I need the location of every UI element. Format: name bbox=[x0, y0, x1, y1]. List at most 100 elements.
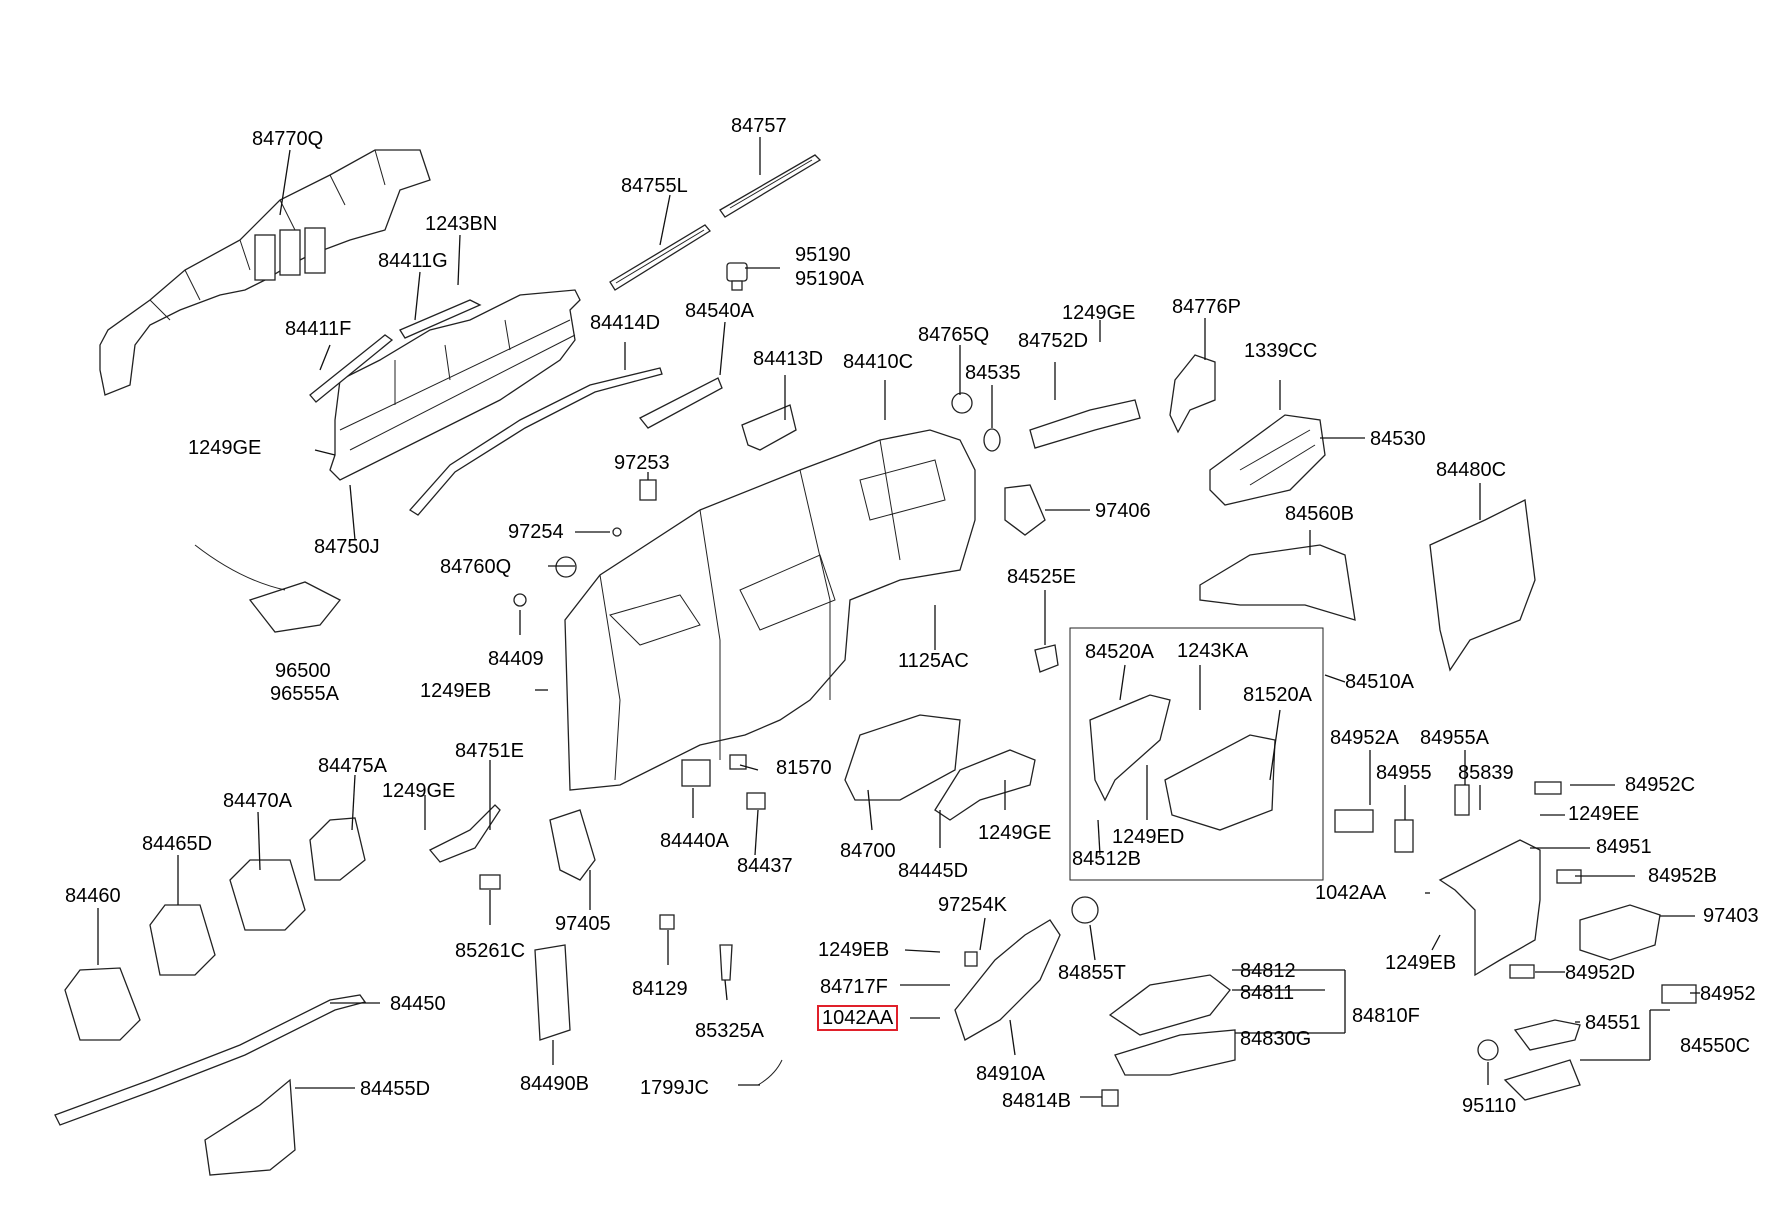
part-label-81570: 81570 bbox=[776, 757, 832, 779]
part-label-1249EB-low: 1249EB bbox=[818, 939, 890, 961]
part-label-84765Q: 84765Q bbox=[918, 324, 990, 346]
part-label-84751E: 84751E bbox=[455, 740, 524, 762]
part-label-84512B: 84512B bbox=[1072, 848, 1141, 870]
part-label-97253: 97253 bbox=[614, 452, 670, 474]
part-label-1243KA: 1243KA bbox=[1177, 640, 1249, 662]
part-label-84757: 84757 bbox=[731, 115, 787, 137]
blank-84952D bbox=[1509, 964, 1535, 979]
part-label-81520A: 81520A bbox=[1243, 684, 1312, 706]
part-label-1249GE-right: 1249GE bbox=[978, 822, 1052, 844]
part-label-84520A: 84520A bbox=[1085, 641, 1154, 663]
part-label-95110: 95110 bbox=[1462, 1095, 1517, 1117]
wire-1799JC bbox=[757, 1059, 783, 1086]
part-label-84700: 84700 bbox=[840, 840, 896, 862]
tray-84551 bbox=[1513, 1019, 1581, 1051]
part-label-85261C: 85261C bbox=[455, 940, 526, 962]
bracket-84490B bbox=[534, 944, 571, 1041]
shroud-84812 bbox=[1108, 974, 1231, 1036]
part-label-84440A: 84440A bbox=[660, 830, 729, 852]
part-label-84409: 84409 bbox=[488, 648, 544, 670]
clip-95190 bbox=[726, 262, 748, 291]
bracket-84520A bbox=[1089, 694, 1171, 802]
part-label-1125AC: 1125AC bbox=[898, 650, 969, 672]
part-label-84475A: 84475A bbox=[318, 755, 387, 777]
clip-97254K bbox=[964, 951, 978, 967]
part-label-84460: 84460 bbox=[65, 885, 121, 907]
grille-84760Q bbox=[555, 556, 577, 578]
cap-84814B bbox=[1101, 1089, 1119, 1107]
blank-84952A bbox=[1334, 809, 1374, 833]
part-label-84776P: 84776P bbox=[1172, 296, 1241, 318]
part-label-84450: 84450 bbox=[390, 993, 446, 1015]
part-label-84760Q: 84760Q bbox=[440, 556, 512, 578]
bracket-84776P bbox=[1169, 354, 1216, 434]
vent-84465D bbox=[149, 904, 216, 976]
blank-84952C bbox=[1534, 781, 1562, 795]
part-label-97406: 97406 bbox=[1095, 500, 1151, 522]
part-label-84560B: 84560B bbox=[1285, 503, 1354, 525]
part-label-1799JC: 1799JC bbox=[640, 1077, 709, 1099]
part-label-1042AA-right: 1042AA bbox=[1315, 882, 1387, 904]
part-label-84717F: 84717F bbox=[820, 976, 888, 998]
part-label-1249ED: 1249ED bbox=[1112, 826, 1185, 848]
part-label-84525E: 84525E bbox=[1007, 566, 1076, 588]
part-label-95190A: 95190A bbox=[795, 268, 864, 290]
part-label-1243BN: 1243BN bbox=[425, 213, 498, 235]
vent-84470A bbox=[229, 859, 306, 931]
switch-84955A bbox=[1454, 784, 1470, 816]
part-label-84811: 84811 bbox=[1240, 982, 1295, 1004]
part-label-84910A: 84910A bbox=[976, 1063, 1045, 1085]
part-label-84410C: 84410C bbox=[843, 351, 914, 373]
part-label-96555A: 96555A bbox=[270, 683, 339, 705]
part-label-84540A: 84540A bbox=[685, 300, 754, 322]
bracket-84480C bbox=[1429, 499, 1536, 672]
part-label-84490B: 84490B bbox=[520, 1073, 589, 1095]
part-label-84951: 84951 bbox=[1596, 836, 1652, 858]
part-label-85325A: 85325A bbox=[695, 1020, 764, 1042]
part-label-97403: 97403 bbox=[1703, 905, 1759, 927]
tray-84550C bbox=[1503, 1059, 1581, 1101]
part-label-1249GE-left: 1249GE bbox=[188, 437, 262, 459]
switch-84440A bbox=[681, 759, 711, 787]
clip-84129 bbox=[659, 914, 675, 930]
part-label-84413D: 84413D bbox=[753, 348, 824, 370]
part-label-97254K: 97254K bbox=[938, 894, 1007, 916]
part-label-84414D: 84414D bbox=[590, 312, 661, 334]
part-label-84411F: 84411F bbox=[285, 318, 352, 340]
group-box-84510A bbox=[1069, 627, 1324, 881]
part-label-84952A: 84952A bbox=[1330, 727, 1399, 749]
part-label-84411G: 84411G bbox=[378, 250, 448, 272]
module-84530 bbox=[1209, 414, 1326, 506]
part-label-84551: 84551 bbox=[1585, 1012, 1641, 1034]
ring-84855T bbox=[1071, 896, 1099, 924]
part-label-84814B: 84814B bbox=[1002, 1090, 1071, 1112]
part-label-84952D: 84952D bbox=[1565, 962, 1636, 984]
part-label-84812: 84812 bbox=[1240, 960, 1296, 982]
part-label-1249EB-mid: 1249EB bbox=[420, 680, 492, 702]
bracket-84540A bbox=[638, 377, 723, 429]
strip-84757 bbox=[719, 154, 822, 218]
part-label-95190: 95190 bbox=[795, 244, 851, 266]
part-label-1339CC: 1339CC bbox=[1244, 340, 1318, 362]
part-label-1249EB-right: 1249EB bbox=[1385, 952, 1457, 974]
vent-97406 bbox=[1004, 484, 1046, 536]
part-label-84750J: 84750J bbox=[314, 536, 380, 558]
vent-84475A bbox=[309, 817, 366, 881]
part-label-84535: 84535 bbox=[965, 362, 1021, 384]
part-label-84755L: 84755L bbox=[621, 175, 688, 197]
bolt-85325A bbox=[719, 944, 733, 981]
shroud-84830G bbox=[1114, 1029, 1236, 1076]
blank-84952 bbox=[1661, 984, 1697, 1004]
bezel-84951 bbox=[1438, 839, 1541, 977]
part-label-84955: 84955 bbox=[1376, 762, 1432, 784]
part-label-84550C: 84550C bbox=[1680, 1035, 1751, 1057]
duct-84752D bbox=[1029, 399, 1141, 449]
frame-84750J bbox=[309, 289, 581, 481]
part-label-84952: 84952 bbox=[1700, 983, 1756, 1005]
bracket-84455D bbox=[204, 1078, 296, 1176]
strip-84755L bbox=[609, 224, 711, 291]
part-label-1249GE-top: 1249GE bbox=[1062, 302, 1136, 324]
glovebox-81520A bbox=[1164, 734, 1276, 831]
